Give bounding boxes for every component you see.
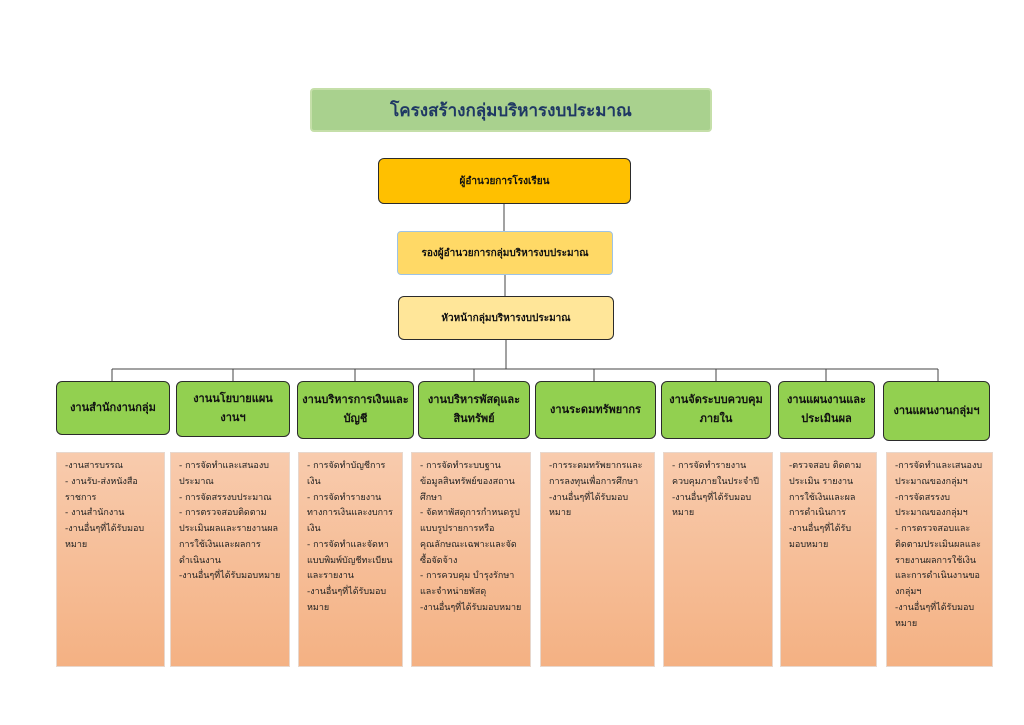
duty-item: - การจัดทำและเสนองบประมาณ [179,461,269,487]
duty-item: -งานอื่นๆที่ได้รับมอบหมาย [65,524,145,550]
unit-planning-evaluation: งานแผนงานและประเมินผล [778,381,875,439]
group-head-box: หัวหน้ากลุ่มบริหารงบประมาณ [398,296,614,340]
duties-resource-mobilization: -การระดมทรัพยากรและการลงทุนเพื่อการศึกษา… [540,452,655,667]
duty-item: -ตรวจสอบ ติดตามประเมิน รายงานการใช้เงินแ… [789,461,862,519]
unit-office: งานสำนักงานกลุ่ม [56,381,170,435]
duties-planning-evaluation: -ตรวจสอบ ติดตามประเมิน รายงานการใช้เงินแ… [780,452,877,667]
duty-item: -การระดมทรัพยากรและการลงทุนเพื่อการศึกษา [549,461,643,487]
director-box: ผู้อำนวยการโรงเรียน [378,158,631,204]
duty-item: -งานอื่นๆที่ได้รับมอบหมาย [895,602,975,629]
duties-office: -งานสารบรรณ - งานรับ-ส่งหนังสือราชการ - … [56,452,165,667]
duty-item: -งานอื่นๆที่ได้รับมอบหมาย [179,571,281,582]
duties-internal-control: - การจัดทำรายงานควบคุมภายในประจำปี -งานอ… [663,452,773,667]
duties-supplies-assets: - การจัดทำระบบฐานข้อมูลสินทรัพย์ของสถานศ… [411,452,531,667]
duty-item: - จัดหาพัสดุการกำหนดรูปแบบรูปรายการหรือค… [420,508,520,566]
duties-group-planning: -การจัดทำและเสนองบประมาณของกลุ่มฯ -การจั… [886,452,993,667]
duty-item: -งานอื่นๆที่ได้รับมอบหมาย [549,492,629,519]
duty-item: - การตรวจสอบและติดตามประเมินผลและรายงานผ… [895,524,982,597]
duty-item: -งานอื่นๆที่ได้รับมอบหมาย [672,492,752,519]
unit-supplies-assets: งานบริหารพัสดุและสินทรัพย์ [418,381,530,439]
duty-item: -งานอื่นๆที่ได้รับมอบหมาย [307,587,387,613]
unit-finance-accounting: งานบริหารการเงินและบัญชี [297,381,414,439]
duty-item: - การจัดทำและจัดหาแบบพิมพ์บัญชีทะเบียนแล… [307,539,393,582]
duty-item: - การตรวจสอบติดตามประเมินผลและรายงานผลกา… [179,508,279,566]
unit-policy-plan: งานนโยบายแผนงานฯ [176,381,290,437]
duty-item: - การจัดทำรายงานทางการเงินและงบการเงิน [307,492,393,535]
unit-group-planning: งานแผนงานกลุ่มฯ [883,381,990,441]
unit-resource-mobilization: งานระดมทรัพยากร [535,381,656,439]
duty-item: - การจัดสรรงบประมาณ [179,492,272,503]
duty-item: - การจัดทำรายงานควบคุมภายในประจำปี [672,461,759,487]
duties-policy-plan: - การจัดทำและเสนองบประมาณ - การจัดสรรงบป… [170,452,290,667]
duty-item: -งานสารบรรณ [65,461,123,471]
deputy-director-box: รองผู้อำนวยการกลุ่มบริหารงบประมาณ [397,231,613,275]
duty-item: - งานสำนักงาน [65,508,125,519]
duty-item: -งานอื่นๆที่ได้รับมอบหมาย [789,524,852,550]
duty-item: - การควบคุม บำรุงรักษาและจำหน่ายพัสดุ [420,571,515,597]
duties-finance-accounting: - การจัดทำบัญชีการเงิน - การจัดทำรายงานท… [298,452,403,667]
duty-item: -งานอื่นๆที่ได้รับมอบหมาย [420,602,522,613]
page-title: โครงสร้างกลุ่มบริหารงบประมาณ [310,88,712,132]
duty-item: -การจัดสรรงบประมาณของกลุ่มฯ [895,492,968,519]
duty-item: - การจัดทำระบบฐานข้อมูลสินทรัพย์ของสถานศ… [420,461,515,503]
unit-internal-control: งานจัดระบบควบคุมภายใน [661,381,771,439]
duty-item: -การจัดทำและเสนองบประมาณของกลุ่มฯ [895,461,983,487]
duty-item: - งานรับ-ส่งหนังสือราชการ [65,476,138,503]
duty-item: - การจัดทำบัญชีการเงิน [307,461,386,487]
